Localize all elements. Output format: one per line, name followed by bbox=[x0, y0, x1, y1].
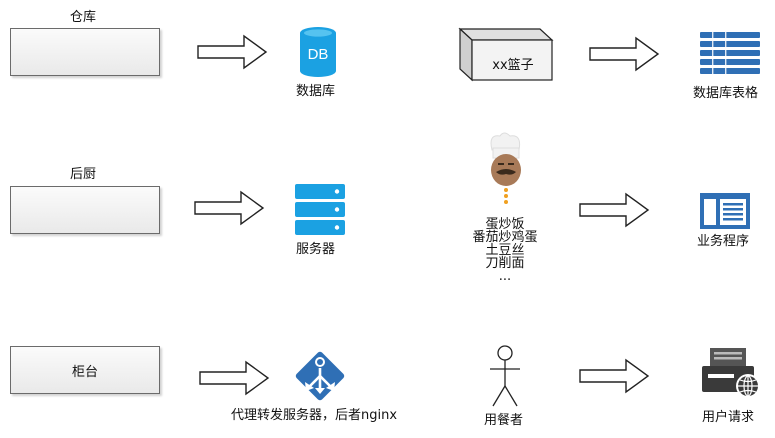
user-request-label: 用户请求 bbox=[702, 410, 755, 425]
arrow-right-icon bbox=[589, 36, 660, 72]
arrow-right-icon bbox=[194, 190, 265, 226]
warehouse-title: 仓库 bbox=[70, 10, 97, 25]
box-icon bbox=[458, 27, 554, 82]
dish-item: 番茄炒鸡蛋 bbox=[472, 230, 538, 245]
arrow-right-icon bbox=[579, 192, 650, 228]
load-balancer-icon bbox=[295, 351, 345, 401]
kitchen-box bbox=[10, 186, 160, 234]
db-text: DB bbox=[308, 46, 329, 63]
dish-item: 刀削面 bbox=[485, 256, 525, 271]
arrow-right-icon bbox=[199, 360, 270, 396]
arrow-right-icon bbox=[579, 358, 650, 394]
counter-box: 柜台 bbox=[10, 346, 160, 394]
warehouse-box bbox=[10, 28, 160, 76]
user-request-icon bbox=[702, 348, 760, 398]
server-icon bbox=[295, 184, 345, 235]
proxy-server-label: 代理转发服务器，后者nginx bbox=[231, 408, 398, 423]
dish-list: 蛋炒饭 番茄炒鸡蛋 土豆丝 刀削面 ... bbox=[440, 218, 570, 283]
arrow-right-icon bbox=[197, 34, 268, 70]
table-icon bbox=[700, 32, 760, 74]
app-window-icon bbox=[700, 193, 750, 229]
database-table-label: 数据库表格 bbox=[693, 86, 759, 101]
kitchen-title: 后厨 bbox=[70, 167, 97, 182]
business-program-label: 业务程序 bbox=[697, 234, 750, 249]
basket-label: xx篮子 bbox=[492, 58, 534, 73]
dish-item: ... bbox=[498, 269, 512, 284]
database-icon: DB bbox=[300, 27, 336, 77]
server-label: 服务器 bbox=[296, 242, 336, 257]
diner-label: 用餐者 bbox=[484, 413, 524, 428]
stick-figure-icon bbox=[490, 345, 520, 407]
chef-icon bbox=[490, 132, 521, 204]
dish-item: 土豆丝 bbox=[485, 243, 525, 258]
database-label: 数据库 bbox=[296, 84, 336, 99]
dish-item: 蛋炒饭 bbox=[485, 217, 525, 232]
